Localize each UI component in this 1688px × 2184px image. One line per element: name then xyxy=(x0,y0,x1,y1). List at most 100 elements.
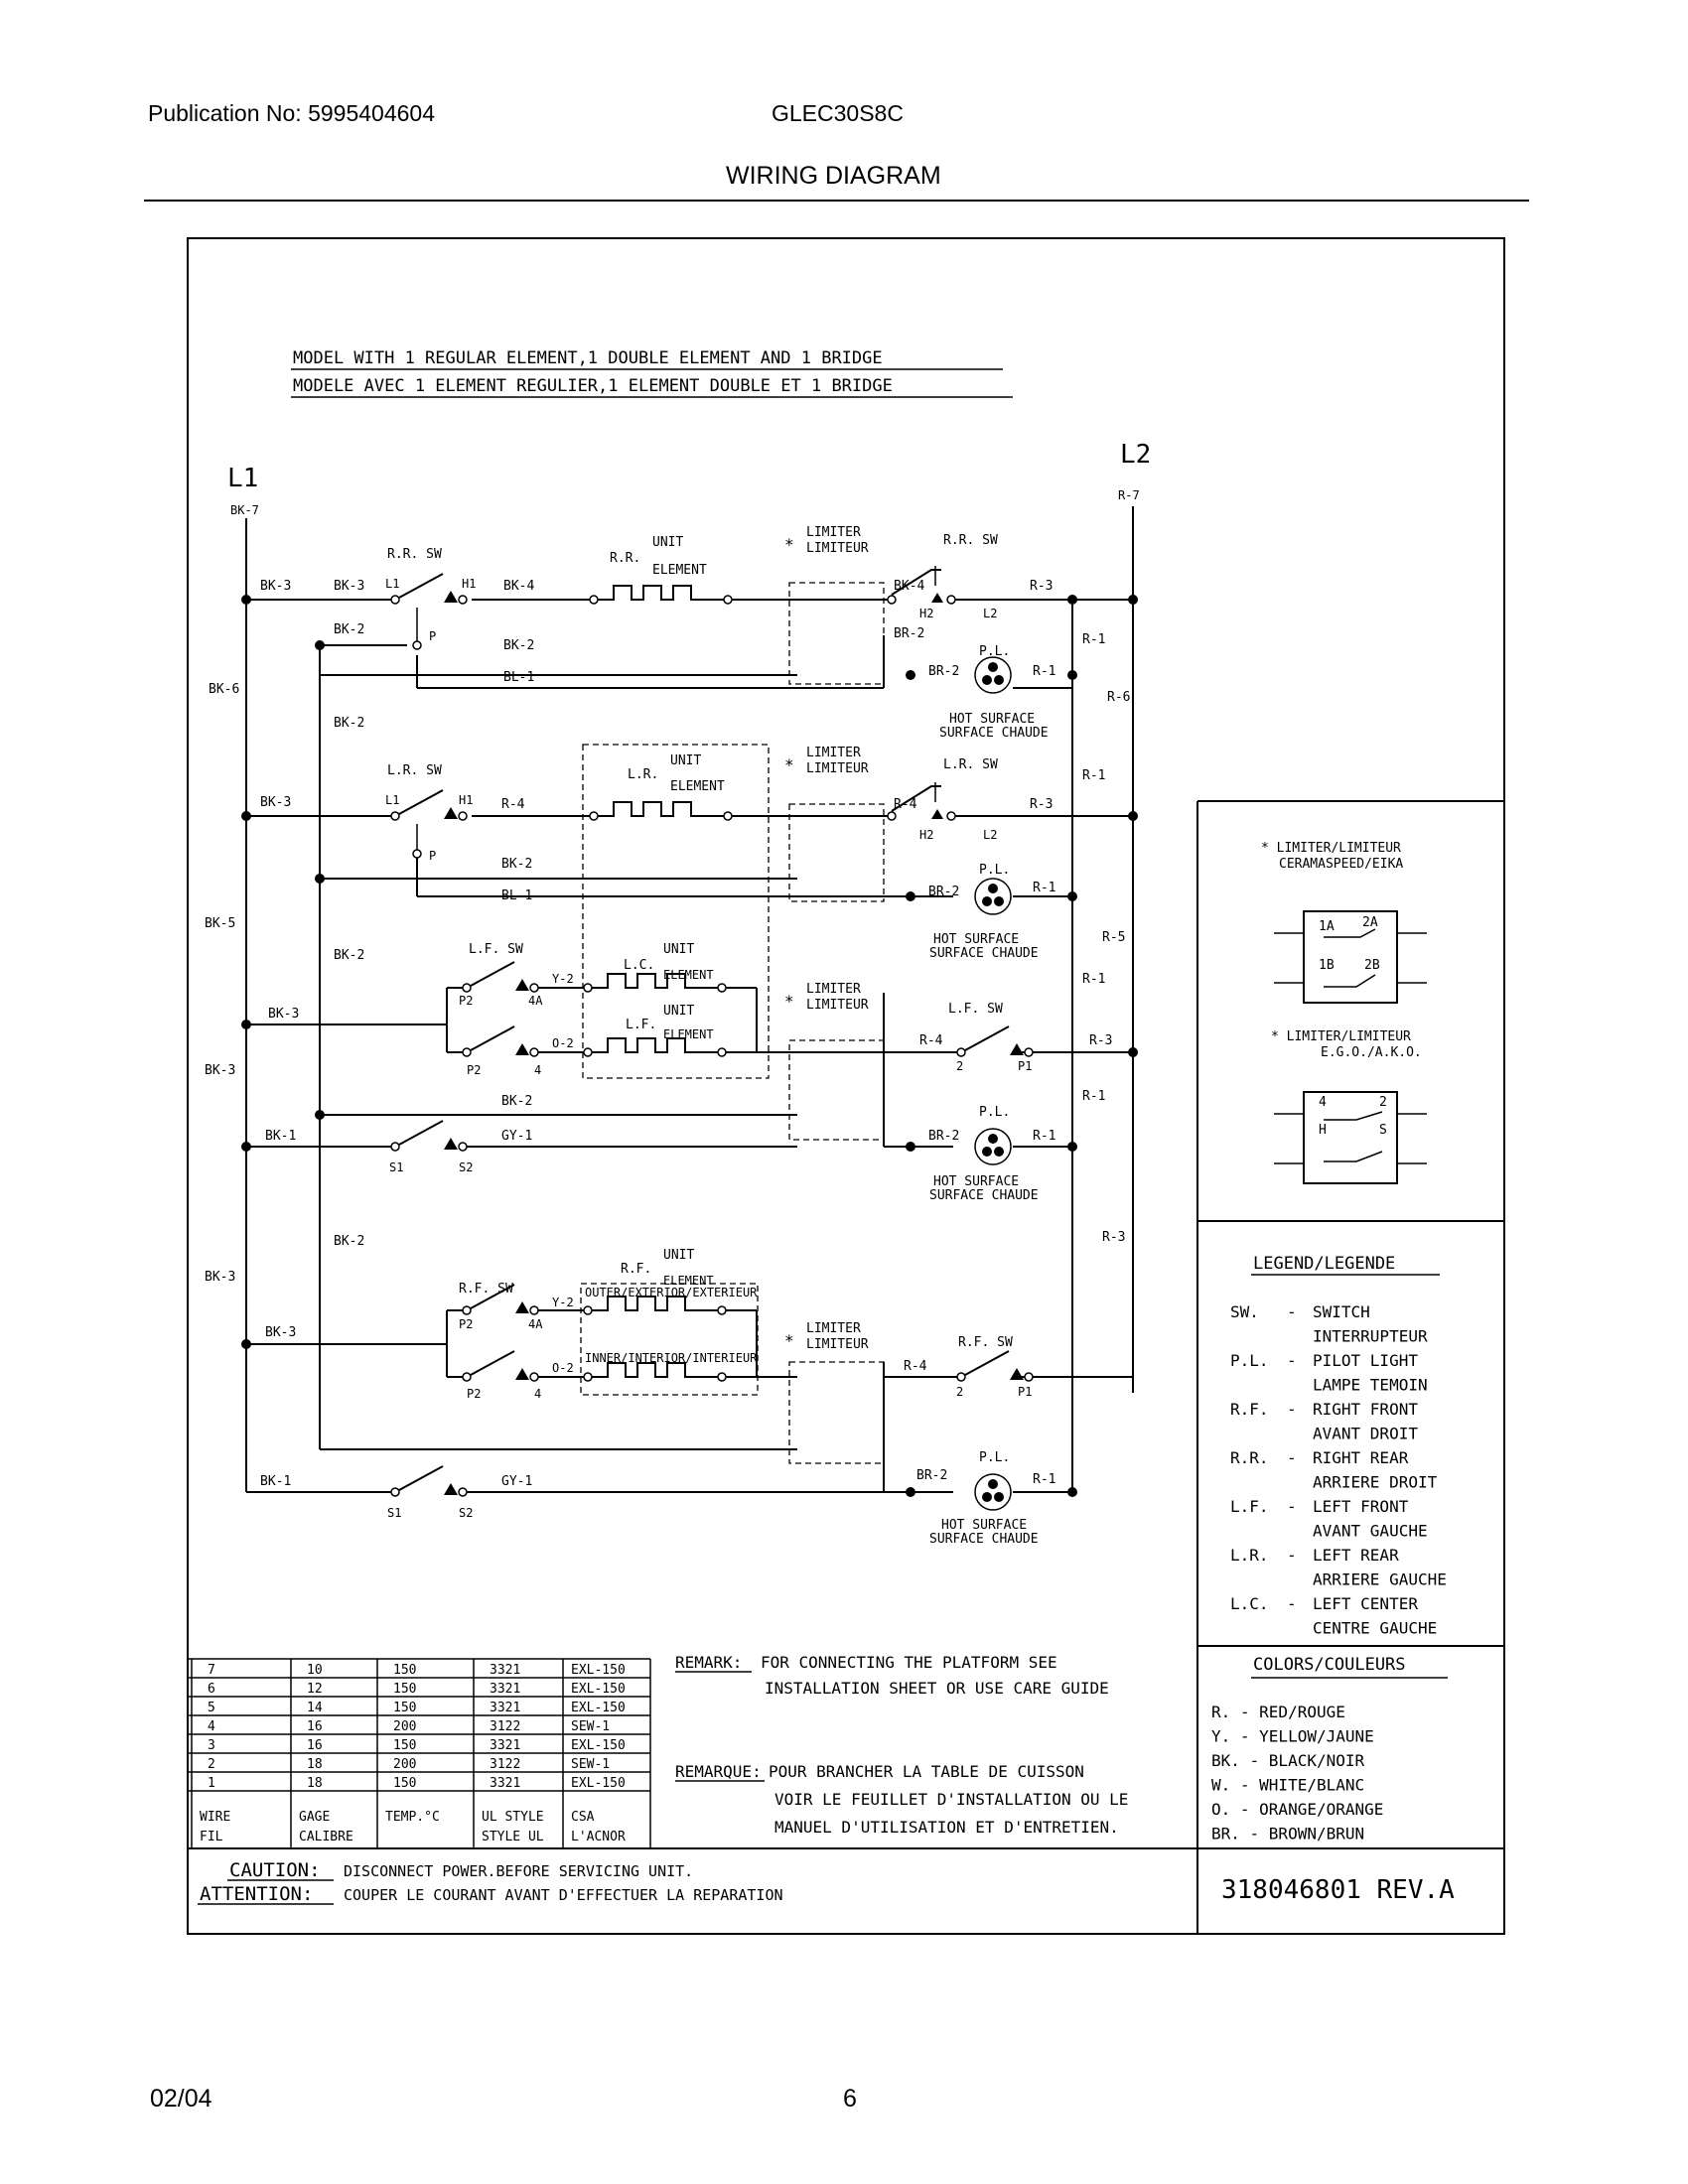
element-label: ELEMENT xyxy=(652,563,707,578)
thermal-switch xyxy=(887,566,956,605)
table-cell: 200 xyxy=(393,1719,416,1734)
table-cell: EXL-150 xyxy=(571,1701,626,1715)
switch-blade xyxy=(964,1025,1010,1051)
switch-contact xyxy=(444,807,458,819)
circuit-symbols xyxy=(241,566,1138,1511)
switch-blade xyxy=(398,1120,444,1146)
junction-dot xyxy=(1067,891,1077,901)
terminal-circle xyxy=(529,983,539,993)
switch xyxy=(956,1350,1034,1382)
table-cell: EXL-150 xyxy=(571,1776,626,1791)
coil xyxy=(598,585,724,601)
wire-label: BK-2 xyxy=(334,622,364,637)
table-header: STYLE UL xyxy=(482,1830,544,1844)
legend-text: SWITCH xyxy=(1313,1302,1370,1321)
color-item: BK. - BLACK/NOIR xyxy=(1211,1751,1364,1770)
table-cell: 6 xyxy=(208,1682,215,1697)
terminal-circle xyxy=(583,983,593,993)
junction-dot xyxy=(1067,1142,1077,1152)
switch-blade xyxy=(398,789,444,815)
terminal-label: 2 xyxy=(956,1059,963,1073)
table-cell: 200 xyxy=(393,1757,416,1772)
unit-label: UNIT xyxy=(663,1004,694,1019)
wire-label: BK-2 xyxy=(501,857,532,872)
table-cell: EXL-150 xyxy=(571,1738,626,1753)
terminal-label: S2 xyxy=(459,1506,473,1520)
terminal-circle xyxy=(887,811,897,821)
legend-text: LAMPE TEMOIN xyxy=(1313,1376,1428,1395)
limiter-label: LIMITER xyxy=(806,1321,861,1336)
junction-dot xyxy=(1128,595,1138,605)
remarque-label: REMARQUE: xyxy=(675,1762,762,1781)
surface-chaude-label: SURFACE CHAUDE xyxy=(929,946,1039,961)
lamp-dot xyxy=(994,1492,1004,1502)
lamp-dot xyxy=(988,884,998,893)
switch-blade xyxy=(964,1350,1010,1376)
table-cell: 150 xyxy=(393,1701,416,1715)
terminal-circle xyxy=(1024,1047,1034,1057)
table-header: CSA xyxy=(571,1810,595,1825)
page-title: WIRING DIAGRAM xyxy=(726,162,941,190)
table-cell: 16 xyxy=(307,1719,323,1734)
wire-label: R-1 xyxy=(1033,1472,1055,1487)
pl-label: P.L. xyxy=(979,1105,1010,1120)
limiteur-label: LIMITEUR xyxy=(806,761,869,776)
terminal-circle xyxy=(458,595,468,605)
wire-label: R-1 xyxy=(1033,664,1055,679)
terminal-circle xyxy=(589,595,599,605)
wire-label: BK-3 xyxy=(205,1063,235,1078)
limiter-star: * xyxy=(784,1331,794,1350)
legend-text: ARRIERE GAUCHE xyxy=(1313,1570,1447,1589)
rf-switch-label: R.F. SW xyxy=(958,1335,1013,1350)
wire-label: R-1 xyxy=(1033,881,1055,895)
wire-label: Y-2 xyxy=(552,1296,574,1309)
switch xyxy=(462,1025,539,1057)
terminal-circle xyxy=(583,1372,593,1382)
lamp-dot xyxy=(982,675,992,685)
table-cell: 12 xyxy=(307,1682,323,1697)
lamp-dot xyxy=(994,896,1004,906)
terminal-circle xyxy=(717,1047,727,1057)
terminal-label: 2A xyxy=(1362,915,1378,930)
wire-label: GY-1 xyxy=(501,1129,532,1144)
terminal-label: 2 xyxy=(956,1385,963,1399)
switch-blade xyxy=(891,569,941,596)
switch-contact xyxy=(515,1043,529,1055)
switch-contact xyxy=(1010,1368,1024,1380)
coil xyxy=(592,973,718,989)
wire-label: BK-2 xyxy=(334,1234,364,1249)
surface-chaude-label: SURFACE CHAUDE xyxy=(929,1532,1039,1547)
element-label: ELEMENT xyxy=(663,1274,714,1288)
wire-label: BK-3 xyxy=(334,579,364,594)
switch xyxy=(462,961,539,993)
junction-dot xyxy=(906,891,915,901)
ceramaspeed-limiter xyxy=(1303,910,1398,1004)
hot-surface-label: HOT SURFACE xyxy=(941,1518,1027,1533)
wire-label: O-2 xyxy=(552,1036,574,1050)
terminal-label: P2 xyxy=(467,1387,481,1401)
wire-label: O-2 xyxy=(552,1361,574,1375)
terminal-label: 4A xyxy=(528,994,543,1008)
heating-element xyxy=(583,1362,727,1382)
terminal-label: H2 xyxy=(919,828,933,842)
terminal-label: H1 xyxy=(459,793,473,807)
outer-label: OUTER/EXTERIOR/EXTERIEUR xyxy=(585,1286,758,1299)
terminal-label: 4A xyxy=(528,1317,543,1331)
footer-date: 02/04 xyxy=(150,2085,212,2113)
switch xyxy=(390,1120,468,1152)
table-cell: 18 xyxy=(307,1757,323,1772)
switch-blade xyxy=(470,1284,515,1309)
limiteur-label: LIMITEUR xyxy=(806,541,869,556)
rf-label: R.F. xyxy=(621,1262,651,1277)
color-item: W. - WHITE/BLANC xyxy=(1211,1776,1364,1795)
legend-code: R.R. xyxy=(1230,1448,1269,1467)
wire-label: R-1 xyxy=(1082,972,1105,987)
l1-label: L1 xyxy=(227,464,258,493)
junction-dot xyxy=(1128,811,1138,821)
terminal-circle xyxy=(458,1142,468,1152)
terminal-circle xyxy=(589,811,599,821)
terminal-label: 4 xyxy=(534,1063,541,1077)
wire-label: BK-3 xyxy=(265,1325,296,1340)
wire-label: BK-1 xyxy=(265,1129,296,1144)
